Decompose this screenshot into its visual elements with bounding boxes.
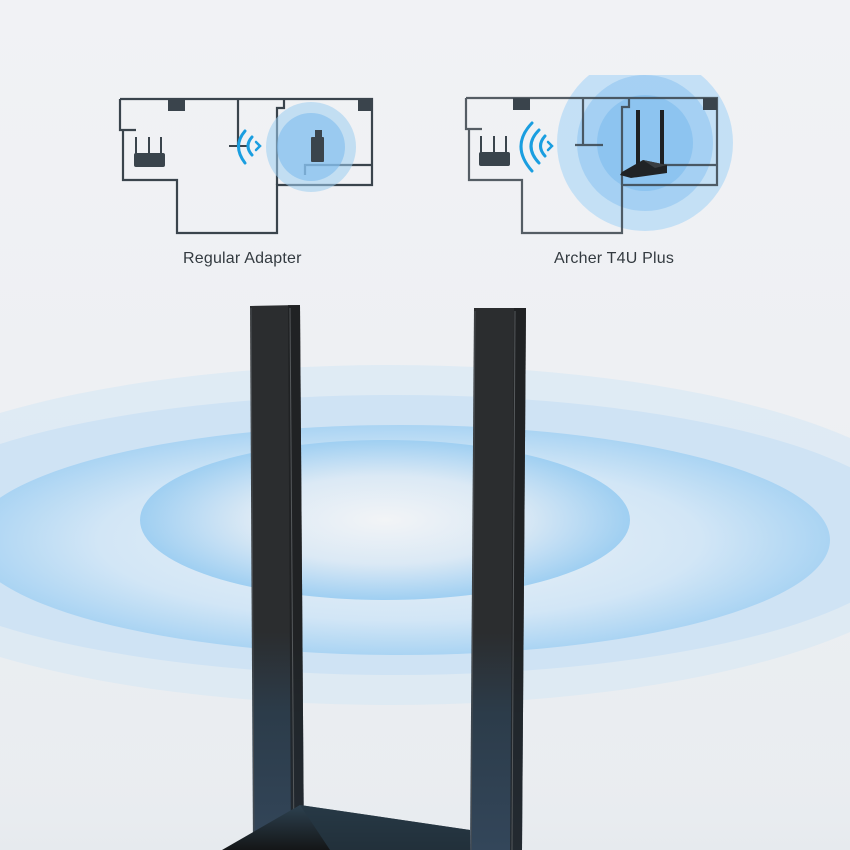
router-icon	[134, 137, 165, 167]
archer-t4u-plus-diagram	[464, 75, 733, 235]
adapter-base	[222, 805, 470, 850]
dual-antenna-adapter-icon	[620, 110, 667, 178]
regular-adapter-diagram	[118, 97, 374, 235]
antenna-left	[250, 305, 304, 850]
router-icon	[479, 136, 510, 166]
antenna-right	[470, 308, 526, 850]
regular-adapter-label: Regular Adapter	[183, 250, 302, 267]
usb-adapter-icon	[311, 130, 324, 162]
wall-pillar	[513, 98, 530, 110]
wall-pillar	[358, 99, 372, 111]
wall-pillar	[703, 98, 717, 110]
coverage-circle-large	[557, 75, 733, 231]
weak-wifi-signal-icon	[237, 129, 262, 165]
wall-pillar	[168, 99, 185, 111]
archer-t4u-plus-label: Archer T4U Plus	[554, 250, 675, 267]
strong-wifi-signal-icon	[519, 121, 554, 173]
